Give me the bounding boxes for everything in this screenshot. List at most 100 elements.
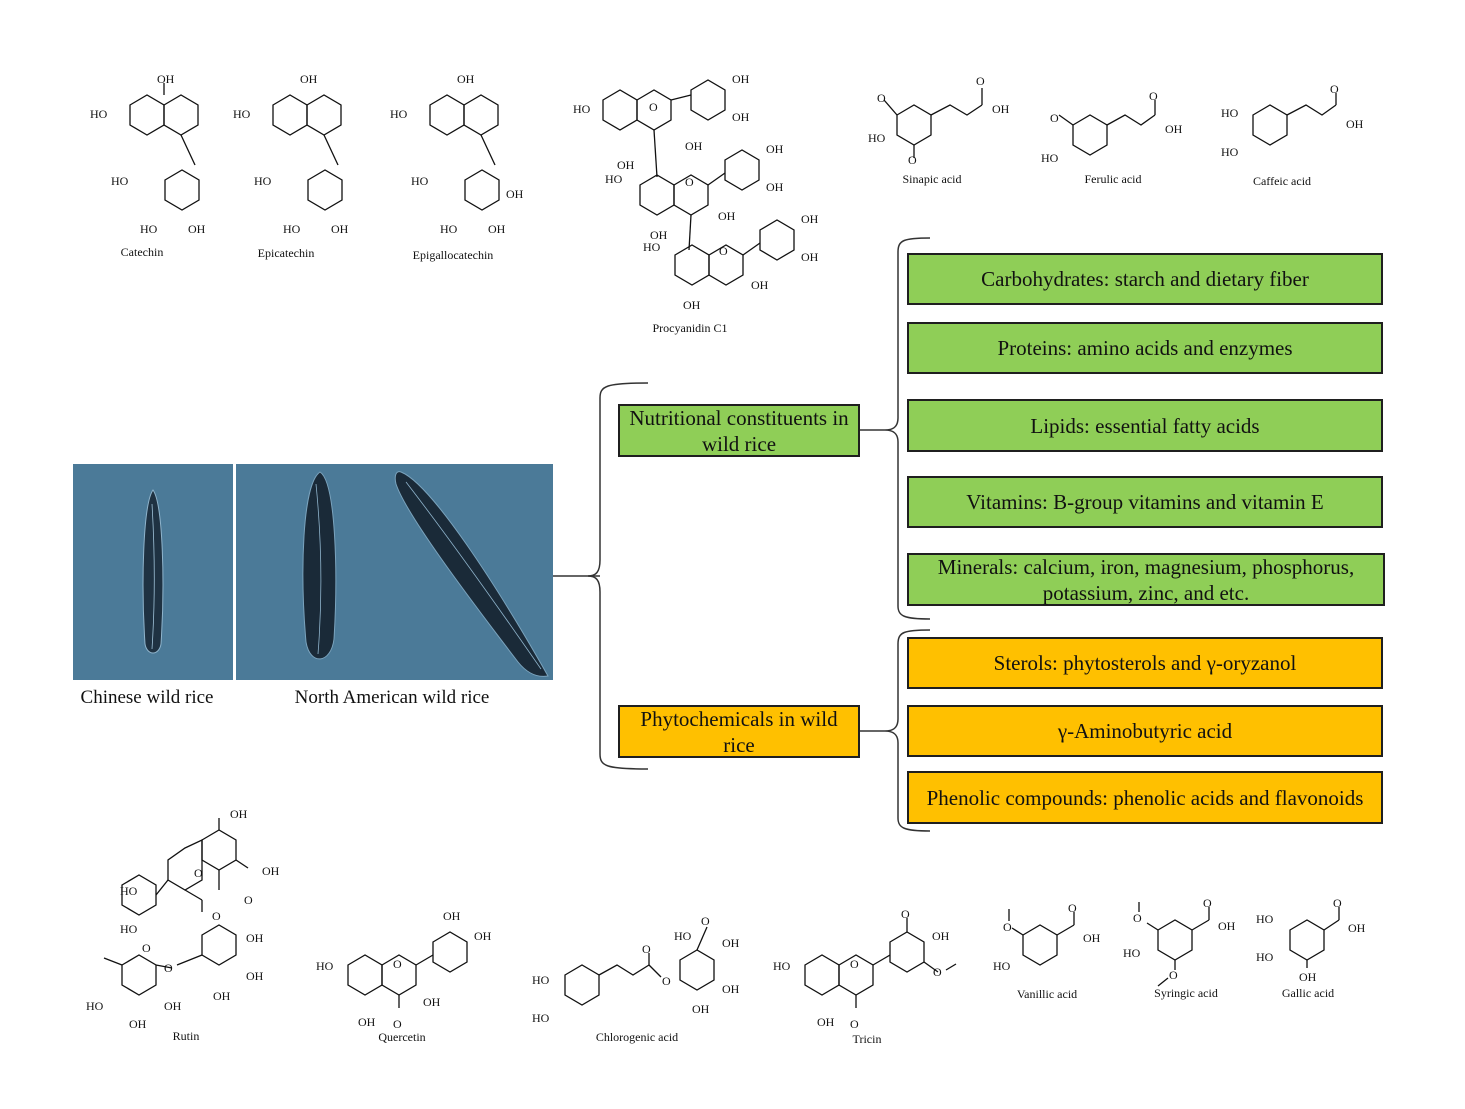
epicatechin-structure: OH HO HO HO OH Epicatechin xyxy=(228,65,368,265)
ho-label: HO xyxy=(316,959,334,973)
o-label: O xyxy=(850,1017,859,1031)
caffeic-acid-skeleton: O OH HO HO xyxy=(1221,82,1364,159)
o-label: O xyxy=(244,893,253,907)
rutin-label: Rutin xyxy=(172,1029,200,1043)
oh-label: OH xyxy=(300,72,318,86)
oh-label: OH xyxy=(474,929,492,943)
oh-label: OH xyxy=(766,142,784,156)
oh-label: OH xyxy=(262,864,280,878)
phytochemicals-brace xyxy=(884,629,931,832)
o-label: O xyxy=(1050,111,1059,125)
ho-label: HO xyxy=(120,884,138,898)
oh-label: OH xyxy=(801,212,819,226)
sinapic-acid-structure: O OH O HO O Sinapic acid xyxy=(862,70,1022,195)
chlorogenic-acid-label: Chlorogenic acid xyxy=(595,1030,679,1044)
tricin-structure: O OH O O HO OH O Tricin xyxy=(770,900,970,1050)
syringic-acid-skeleton: O OH O HO O xyxy=(1123,896,1236,987)
oh-label: OH xyxy=(457,72,475,86)
syringic-acid-label: Syringic acid xyxy=(1154,986,1218,1000)
syringic-acid-structure: O OH O HO O Syringic acid xyxy=(1120,890,1250,1010)
oh-label: OH xyxy=(443,909,461,923)
ho-label: HO xyxy=(1256,950,1274,964)
oh-label: OH xyxy=(331,222,349,236)
o-label: O xyxy=(685,175,694,189)
oh-label: OH xyxy=(129,1017,147,1031)
o-label: O xyxy=(933,965,942,979)
oh-label: OH xyxy=(685,139,703,153)
oh-label: OH xyxy=(801,250,819,264)
oh-label: OH xyxy=(992,102,1010,116)
nutritional-item: Carbohydrates: starch and dietary fiber xyxy=(907,253,1383,305)
gallic-acid-structure: O OH HO HO OH Gallic acid xyxy=(1252,890,1382,1010)
oh-label: OH xyxy=(692,1002,710,1016)
quercetin-label: Quercetin xyxy=(378,1030,426,1044)
ho-label: HO xyxy=(120,922,138,936)
ho-label: HO xyxy=(90,107,108,121)
o-label: O xyxy=(877,91,886,105)
ho-label: HO xyxy=(1041,151,1059,165)
vanillic-acid-skeleton: O OH O HO xyxy=(993,901,1101,973)
ho-label: HO xyxy=(868,131,886,145)
o-label: O xyxy=(1068,901,1077,915)
oh-label: OH xyxy=(230,807,248,821)
o-label: O xyxy=(850,957,859,971)
tricin-skeleton: O OH O O HO OH O xyxy=(773,907,957,1031)
o-label: O xyxy=(393,1017,402,1031)
oh-label: OH xyxy=(722,982,740,996)
ho-label: HO xyxy=(1256,912,1274,926)
rutin-skeleton: OH OH O O HO HO O OH OH OH O O HO OH OH xyxy=(86,807,280,1031)
procyanidin-c1-structure: HO O OH OH OH OH HO O OH OH OH OH HO O O… xyxy=(565,65,835,345)
ho-label: HO xyxy=(573,102,591,116)
nutritional-item: Minerals: calcium, iron, magnesium, phos… xyxy=(907,553,1385,606)
oh-label: OH xyxy=(423,995,441,1009)
vanillic-acid-label: Vanillic acid xyxy=(1016,987,1078,1001)
chlorogenic-acid-skeleton: O O O HO OH OH OH HO HO xyxy=(532,914,740,1025)
ho-label: HO xyxy=(1221,145,1239,159)
chinese-wild-rice-caption: Chinese wild rice xyxy=(80,687,214,708)
o-label: O xyxy=(1169,968,1178,982)
o-label: O xyxy=(164,961,173,975)
rutin-structure: OH OH O O HO HO O OH OH OH O O HO OH OH … xyxy=(82,800,302,1055)
nutritional-brace xyxy=(884,237,931,620)
ho-label: HO xyxy=(532,1011,550,1025)
ho-label: HO xyxy=(411,174,429,188)
o-label: O xyxy=(649,100,658,114)
o-label: O xyxy=(908,153,917,167)
ho-label: HO xyxy=(86,999,104,1013)
oh-label: OH xyxy=(506,187,524,201)
o-label: O xyxy=(1203,896,1212,910)
o-label: O xyxy=(393,957,402,971)
catechin-skeleton: OH HO HO HO OH xyxy=(90,72,206,236)
o-label: O xyxy=(212,909,221,923)
o-label: O xyxy=(194,866,203,880)
phytochemical-item: Phenolic compounds: phenolic acids and f… xyxy=(907,771,1383,824)
procyanidin-c1-label: Procyanidin C1 xyxy=(652,321,728,335)
oh-label: OH xyxy=(488,222,506,236)
oh-label: OH xyxy=(766,180,784,194)
ho-label: HO xyxy=(605,172,623,186)
gallic-acid-skeleton: O OH HO HO OH xyxy=(1256,896,1366,984)
nutritional-item: Proteins: amino acids and enzymes xyxy=(907,322,1383,374)
oh-label: OH xyxy=(157,72,175,86)
oh-label: OH xyxy=(732,110,750,124)
ferulic-acid-label: Ferulic acid xyxy=(1084,172,1142,186)
quercetin-skeleton: OH OH O HO OH OH O xyxy=(316,909,492,1031)
oh-label: OH xyxy=(650,228,668,242)
o-label: O xyxy=(1133,911,1142,925)
ho-label: HO xyxy=(440,222,458,236)
ho-label: HO xyxy=(532,973,550,987)
phytochemical-item: Sterols: phytosterols and γ-oryzanol xyxy=(907,637,1383,689)
epicatechin-label: Epicatechin xyxy=(257,246,315,260)
o-label: O xyxy=(142,941,151,955)
caffeic-acid-structure: O OH HO HO Caffeic acid xyxy=(1218,82,1378,195)
catechin-structure: OH HO HO HO OH Catechin xyxy=(85,65,225,265)
ferulic-acid-structure: O OH O HO Ferulic acid xyxy=(1035,89,1195,195)
oh-label: OH xyxy=(751,278,769,292)
ho-label: HO xyxy=(140,222,158,236)
oh-label: OH xyxy=(817,1015,835,1029)
caffeic-acid-label: Caffeic acid xyxy=(1252,174,1312,188)
nutritional-item: Vitamins: B-group vitamins and vitamin E xyxy=(907,476,1383,528)
phytochemicals-category-box: Phytochemicals in wild rice xyxy=(618,705,860,758)
quercetin-structure: OH OH O HO OH OH O Quercetin xyxy=(313,900,513,1050)
